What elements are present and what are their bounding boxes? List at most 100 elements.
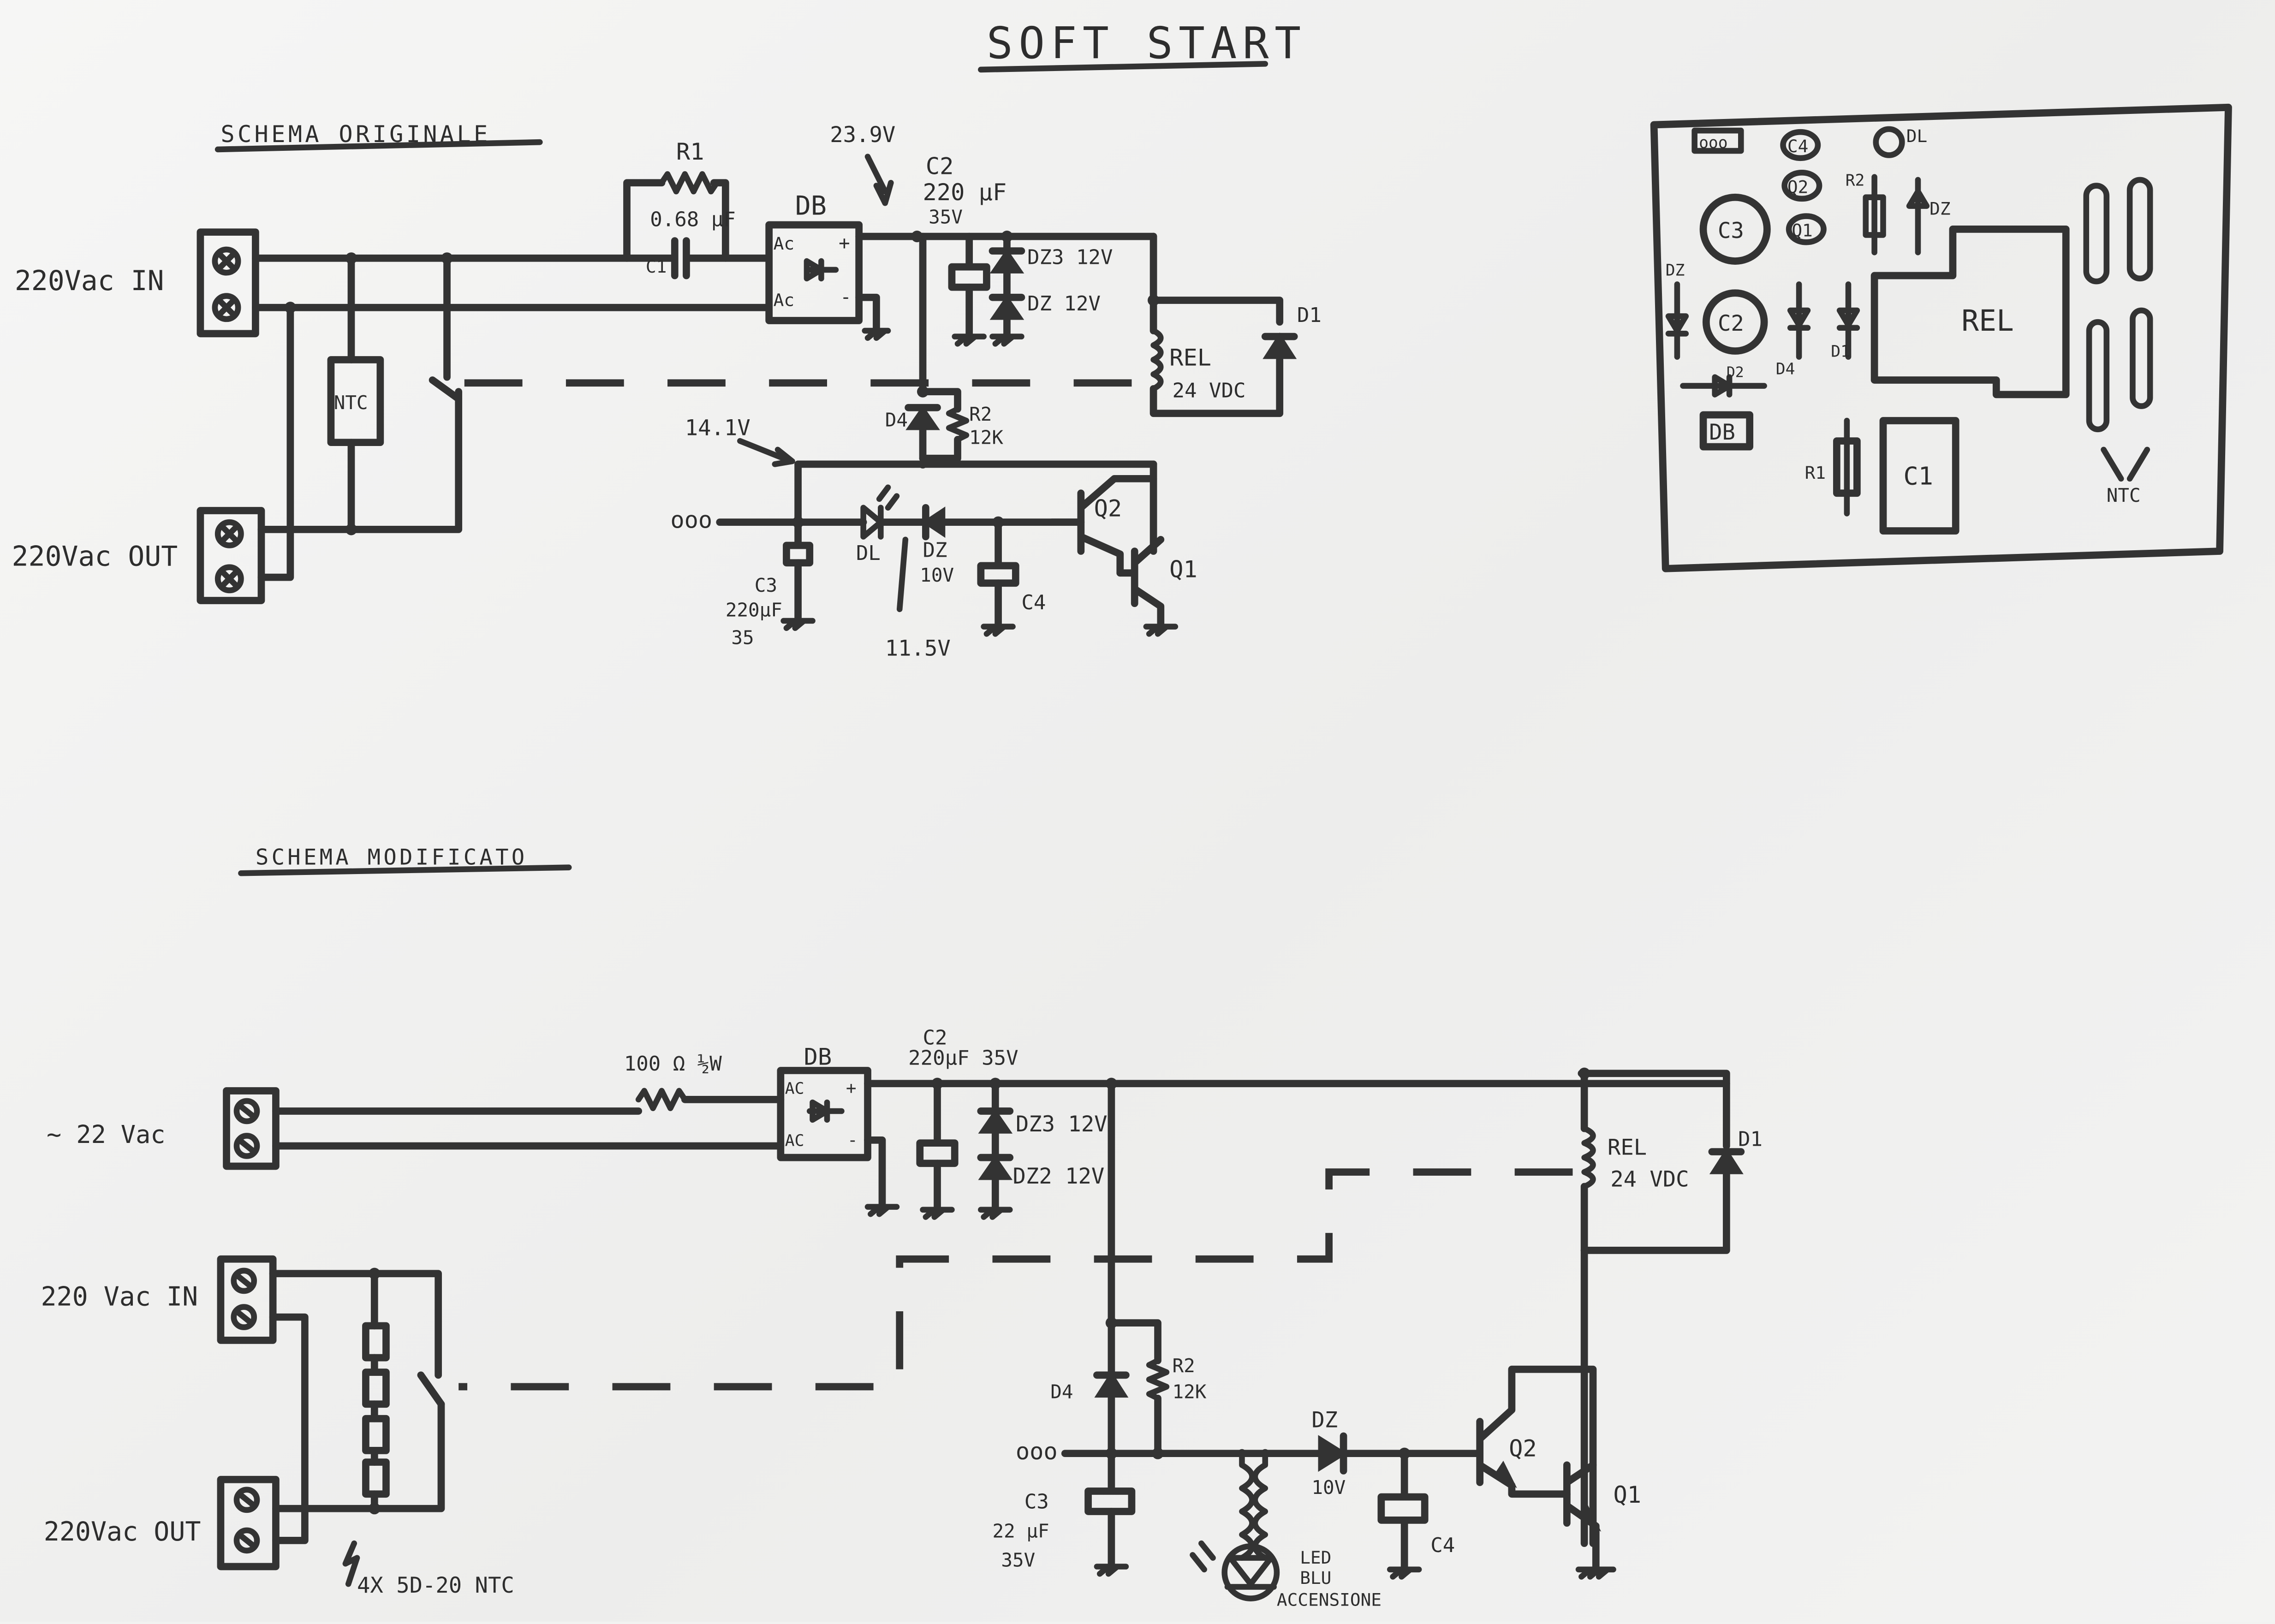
layout-d4: D4 <box>1776 360 1795 378</box>
q1-label: Q1 <box>1169 556 1197 583</box>
layout-c1: C1 <box>1904 461 1933 490</box>
q1-transistor <box>1116 536 1165 631</box>
ntc-2 <box>362 1368 390 1408</box>
mod-output-terminal <box>217 1475 280 1570</box>
dz3-zener <box>989 248 1024 274</box>
mod-dz-voltage: 10V <box>1311 1476 1346 1499</box>
dz3-label: DZ3 12V <box>1027 245 1113 269</box>
input-ooo: ooo <box>670 506 712 534</box>
mod-c3-voltage: 35V <box>1001 1549 1035 1571</box>
c1-label: C1 <box>646 256 667 277</box>
resistor-label: 100 Ω ½W <box>624 1052 722 1076</box>
mod-dz-zener <box>1318 1435 1348 1472</box>
q2-label: Q2 <box>1094 495 1122 522</box>
ntc-thermistor <box>327 356 384 446</box>
page-title: SOFT START <box>987 18 1307 69</box>
ntc-label: NTC <box>334 392 368 414</box>
c4-label: C4 <box>1021 591 1046 614</box>
ac-input-label: ~ 22 Vac <box>47 1120 165 1149</box>
layout-dz-left: DZ <box>1666 262 1685 280</box>
c3-voltage: 35 <box>731 626 754 648</box>
modified-heading: SCHEMA MODIFICATO <box>256 845 528 870</box>
led-label-1: LED <box>1300 1547 1331 1568</box>
ntc-note: 4X 5D-20 NTC <box>357 1573 514 1598</box>
input-terminal-block <box>197 228 259 338</box>
modified-schematic: SCHEMA MODIFICATO ~ 22 Vac 100 Ω ½W DB A… <box>41 845 1763 1610</box>
layout-rel: REL <box>1961 304 2014 338</box>
mod-db-plus: + <box>846 1077 857 1098</box>
mod-input-ooo: ooo <box>1016 1438 1058 1465</box>
mod-c3-value: 22 µF <box>993 1520 1049 1542</box>
db-minus: - <box>840 286 852 308</box>
original-schematic: SCHEMA ORIGINALE 220Vac IN 220Vac OUT <box>12 120 1322 661</box>
dz2-zener <box>989 295 1024 320</box>
mod-r2-label: R2 <box>1172 1355 1195 1377</box>
dz-voltage: 10V <box>920 564 954 586</box>
mod-relay-coil <box>1581 1125 1596 1190</box>
layout-d2: D2 <box>1727 364 1744 381</box>
mod-r2-resistor <box>1146 1357 1170 1401</box>
c1-value-label: 0.68 µF <box>650 208 736 232</box>
mod-dz3-zener <box>978 1108 1013 1134</box>
mod-q1-label: Q1 <box>1614 1481 1642 1508</box>
dz2-label: DZ 12V <box>1027 292 1101 315</box>
c3-label: C3 <box>755 574 777 596</box>
mod-dz3-label: DZ3 12V <box>1016 1112 1108 1137</box>
layout-d1: D1 <box>1831 343 1850 361</box>
led-label-3: ACCENSIONE <box>1277 1589 1382 1610</box>
mod-input-terminal <box>217 1255 277 1344</box>
mod-relay-contact <box>417 1371 445 1408</box>
r2-value: 12K <box>969 426 1003 448</box>
d4-label: D4 <box>885 409 908 431</box>
output-label: 220Vac OUT <box>12 541 178 573</box>
c3-value: 220µF <box>726 599 782 621</box>
ntc-3 <box>362 1415 390 1454</box>
mod-c4-capacitor <box>1377 1493 1429 1524</box>
q2-transistor <box>1048 475 1157 577</box>
db-plus: + <box>839 232 850 254</box>
mod-db-ac-top: AC <box>785 1079 804 1098</box>
r1-resistor <box>659 171 720 195</box>
mod-d1-label: D1 <box>1738 1127 1763 1151</box>
rel-label: REL <box>1169 344 1211 371</box>
mod-db-ac-bottom: AC <box>785 1131 804 1150</box>
d1-diode <box>1263 332 1297 359</box>
layout-db: DB <box>1709 420 1735 445</box>
layout-q1: Q1 <box>1792 220 1812 241</box>
layout-q2: Q2 <box>1787 177 1808 197</box>
input-label: 220Vac IN <box>15 265 164 297</box>
c2-value: 220 µF <box>923 178 1007 206</box>
mod-d4-label: D4 <box>1050 1381 1073 1403</box>
mod-output-label: 220Vac OUT <box>44 1517 201 1547</box>
mod-c4-label: C4 <box>1430 1534 1455 1557</box>
r2-resistor <box>946 406 970 443</box>
output-terminal-block <box>197 507 265 604</box>
pcb-layout-sketch: ooo C4 DL Q2 R2 DZ C3 Q1 REL DZ C2 D4 D1… <box>1650 103 2232 572</box>
r1-label: R1 <box>676 138 704 165</box>
mod-dz2-label: DZ2 12V <box>1013 1164 1105 1189</box>
layout-c4: C4 <box>1787 136 1808 156</box>
layout-ooo: ooo <box>1699 134 1727 152</box>
mod-c3-label: C3 <box>1024 1490 1049 1514</box>
mod-dz-label: DZ <box>1311 1408 1338 1433</box>
mod-dz2-zener <box>978 1155 1013 1180</box>
mod-q2-label: Q2 <box>1509 1434 1537 1462</box>
dz-label: DZ <box>923 539 947 562</box>
layout-c2: C2 <box>1718 311 1744 336</box>
diode-bridge <box>765 221 863 324</box>
mod-diode-bridge <box>777 1067 871 1161</box>
ntc-4 <box>362 1458 390 1498</box>
db-label: DB <box>795 190 827 221</box>
rel-voltage: 24 VDC <box>1172 379 1245 403</box>
d1-label: D1 <box>1297 303 1322 327</box>
voltage-11-5: 11.5V <box>885 636 951 661</box>
mod-db-label: DB <box>804 1043 832 1070</box>
layout-r2: R2 <box>1846 172 1865 190</box>
mod-r2-value: 12K <box>1172 1381 1206 1403</box>
db-ac-top: Ac <box>774 233 794 254</box>
relay-contact <box>429 376 463 403</box>
blue-led <box>1224 1555 1277 1590</box>
c2-voltage: 35V <box>929 206 963 228</box>
db-ac-bottom: Ac <box>774 290 794 310</box>
layout-r1: R1 <box>1805 463 1826 483</box>
